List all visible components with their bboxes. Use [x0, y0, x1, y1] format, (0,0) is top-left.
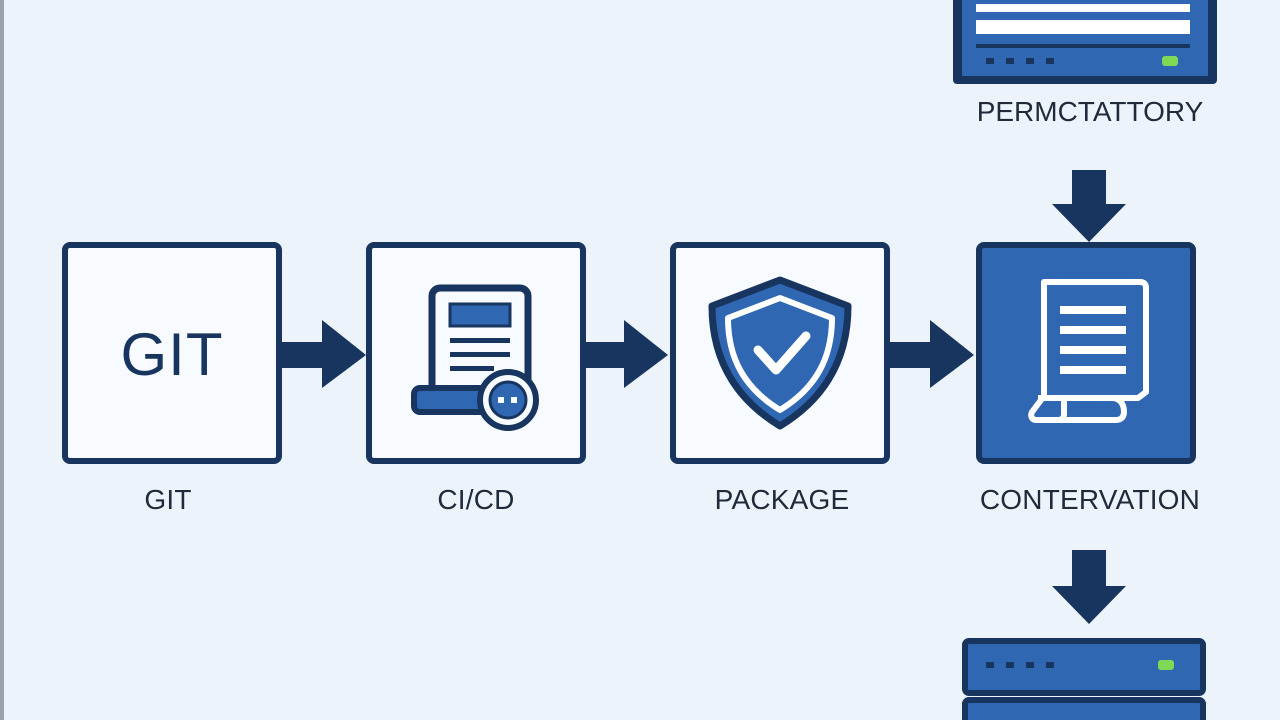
right-arrow-icon [890, 320, 974, 388]
document-icon [1028, 279, 1149, 423]
stage-label-cicd: CI/CD [437, 484, 515, 515]
stage-label-git: GIT [144, 484, 192, 515]
stage-label-conversion: CONTERVATION [979, 484, 1201, 515]
bottom-server-icon [962, 638, 1206, 720]
top-server-icon [953, 0, 1217, 84]
git-text: GIT [120, 321, 224, 388]
down-arrow-icon [1052, 170, 1126, 242]
down-arrow-icon [1052, 550, 1126, 624]
stage-cicd [366, 242, 586, 464]
stage-git: GIT [62, 242, 282, 464]
stage-conversion [976, 242, 1196, 464]
top-server-label: PERMCTATTORY [976, 96, 1204, 127]
window-edge [0, 0, 4, 720]
stage-label-package: PACKAGE [714, 484, 850, 515]
stage-package [670, 242, 890, 464]
shield-check-icon [708, 276, 852, 430]
right-arrow-icon [584, 320, 668, 388]
right-arrow-icon [282, 320, 366, 388]
document-pipeline-icon [411, 284, 539, 431]
